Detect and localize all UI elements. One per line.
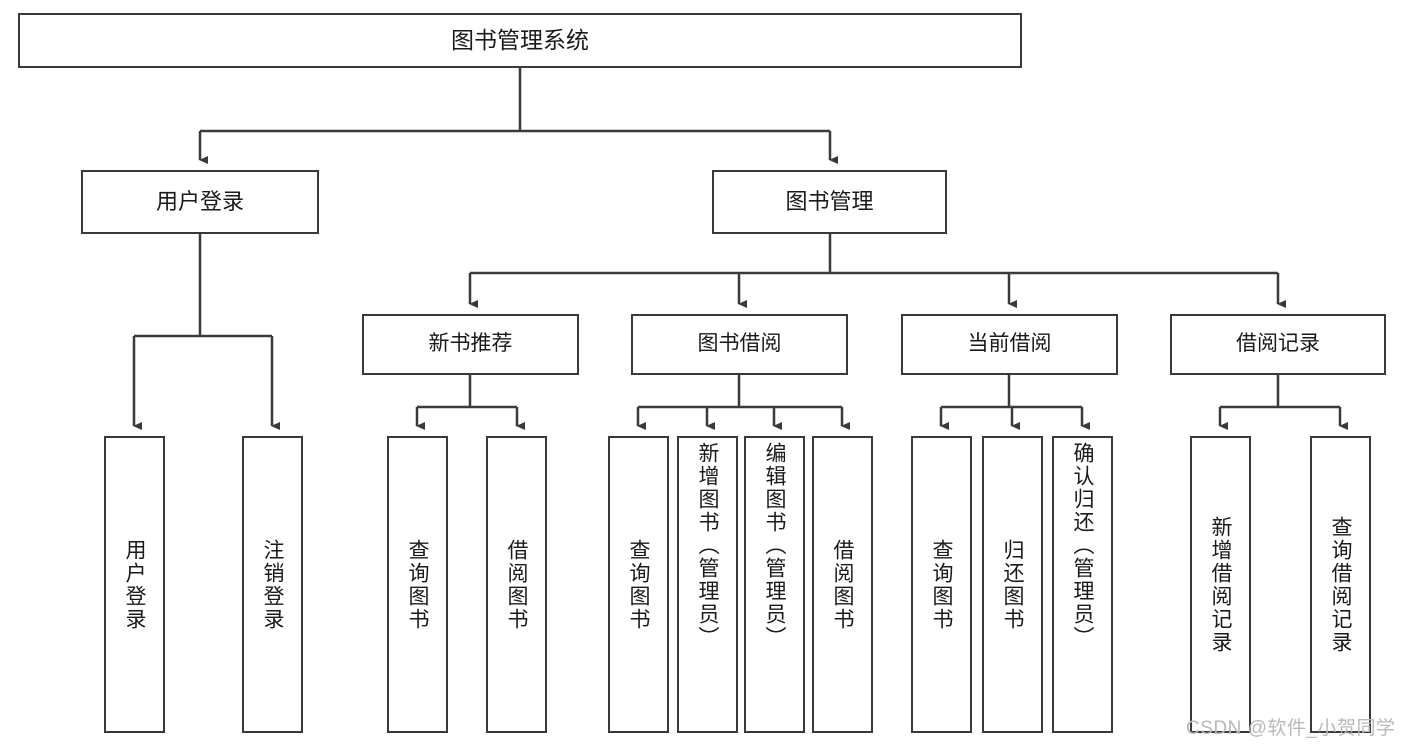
leaf-user-login[interactable]: 用户登录 xyxy=(104,436,165,733)
node-current-borrow-label: 当前借阅 xyxy=(967,332,1052,356)
node-new-book-recommend[interactable]: 新书推荐 xyxy=(362,314,579,375)
leaf-add-book-admin[interactable]: 新增图书（管理员） xyxy=(677,436,738,733)
node-root[interactable]: 图书管理系统 xyxy=(18,13,1022,68)
leaf-confirm-return-admin[interactable]: 确认归还（管理员） xyxy=(1052,436,1113,733)
leaf-edit-book-admin[interactable]: 编辑图书（管理员） xyxy=(744,436,805,733)
leaf-query-book-borrow[interactable]: 查询图书 xyxy=(608,436,669,733)
leaf-user-logout[interactable]: 注销登录 xyxy=(242,436,303,733)
leaf-borrow-book-recommend[interactable]: 借阅图书 xyxy=(486,436,547,733)
leaf-borrow-book[interactable]: 借阅图书 xyxy=(812,436,873,733)
leaf-query-borrow-record[interactable]: 查询借阅记录 xyxy=(1310,436,1371,733)
node-user-login-label: 用户登录 xyxy=(155,189,244,215)
leaf-query-book-recommend[interactable]: 查询图书 xyxy=(387,436,448,733)
node-book-management[interactable]: 图书管理 xyxy=(712,170,947,234)
node-book-management-label: 图书管理 xyxy=(785,189,874,215)
node-book-borrow-label: 图书借阅 xyxy=(697,332,782,356)
leaf-add-borrow-record[interactable]: 新增借阅记录 xyxy=(1190,436,1251,733)
node-borrow-record-label: 借阅记录 xyxy=(1236,332,1320,356)
leaf-query-book-current[interactable]: 查询图书 xyxy=(911,436,972,733)
leaf-return-book[interactable]: 归还图书 xyxy=(982,436,1043,733)
node-root-label: 图书管理系统 xyxy=(451,27,589,54)
node-borrow-record[interactable]: 借阅记录 xyxy=(1170,314,1386,375)
node-book-borrow[interactable]: 图书借阅 xyxy=(631,314,848,375)
node-new-book-recommend-label: 新书推荐 xyxy=(428,332,513,356)
node-current-borrow[interactable]: 当前借阅 xyxy=(901,314,1118,375)
csdn-watermark: CSDN @软件_小贺同学 xyxy=(1186,718,1396,739)
node-user-login[interactable]: 用户登录 xyxy=(81,170,319,234)
